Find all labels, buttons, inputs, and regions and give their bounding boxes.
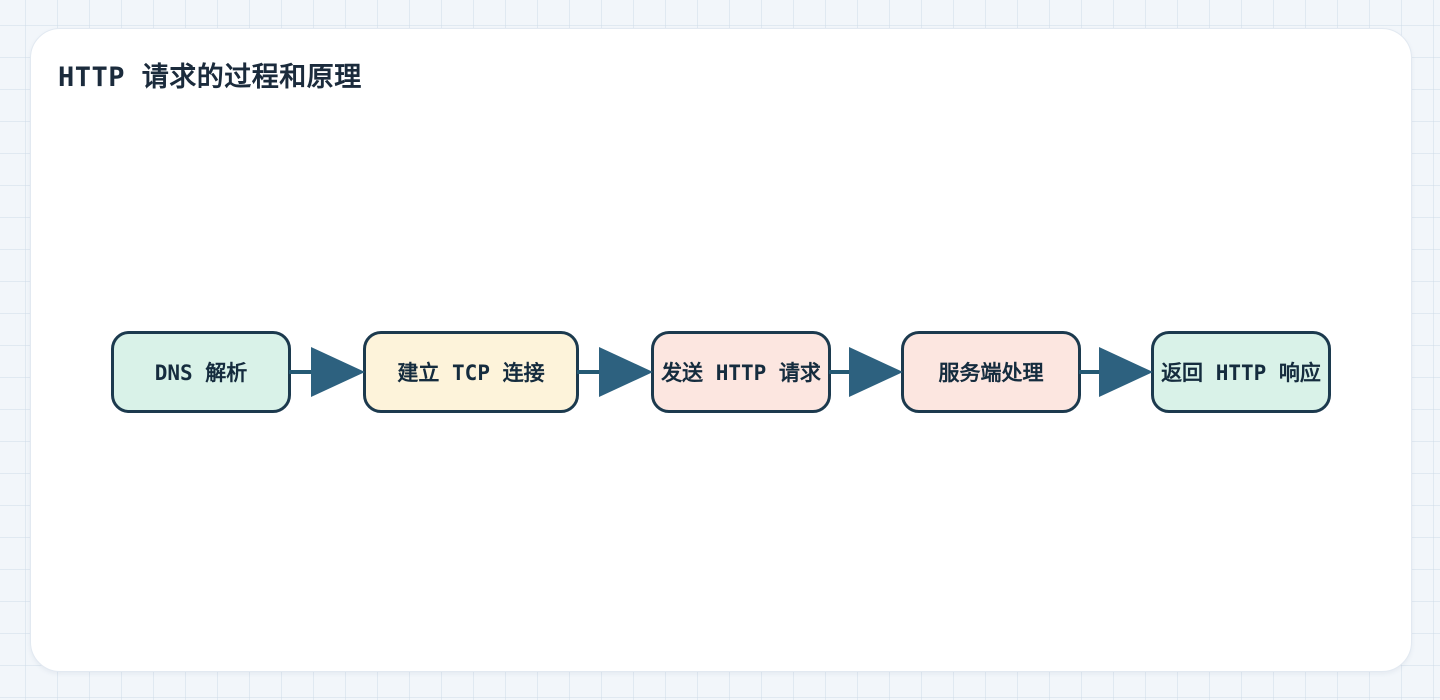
flow-step-label: 建立 TCP 连接 — [397, 361, 545, 385]
flow-step-label: 发送 HTTP 请求 — [661, 361, 821, 385]
arrow-right-icon — [849, 347, 903, 397]
flow-step-dns-resolution[interactable]: DNS 解析 — [111, 331, 291, 413]
connector-line-2 — [577, 370, 601, 374]
flow-step-label: 服务端处理 — [938, 361, 1044, 385]
flow-step-tcp-connection[interactable]: 建立 TCP 连接 — [363, 331, 579, 413]
flow-step-send-http-request[interactable]: 发送 HTTP 请求 — [651, 331, 831, 413]
connector-line-1 — [289, 370, 313, 374]
connector-line-4 — [1079, 370, 1101, 374]
diagram-card: HTTP 请求的过程和原理 DNS 解析 建立 TCP 连接 发送 HTTP 请… — [30, 28, 1412, 672]
flow-step-http-response[interactable]: 返回 HTTP 响应 — [1151, 331, 1331, 413]
arrow-right-icon — [1099, 347, 1153, 397]
flow-step-label: 返回 HTTP 响应 — [1161, 361, 1321, 385]
diagram-title: HTTP 请求的过程和原理 — [58, 62, 362, 93]
arrow-right-icon — [599, 347, 653, 397]
flow-step-server-processing[interactable]: 服务端处理 — [901, 331, 1081, 413]
connector-line-3 — [829, 370, 851, 374]
flow-step-label: DNS 解析 — [154, 361, 248, 385]
arrow-right-icon — [311, 347, 365, 397]
